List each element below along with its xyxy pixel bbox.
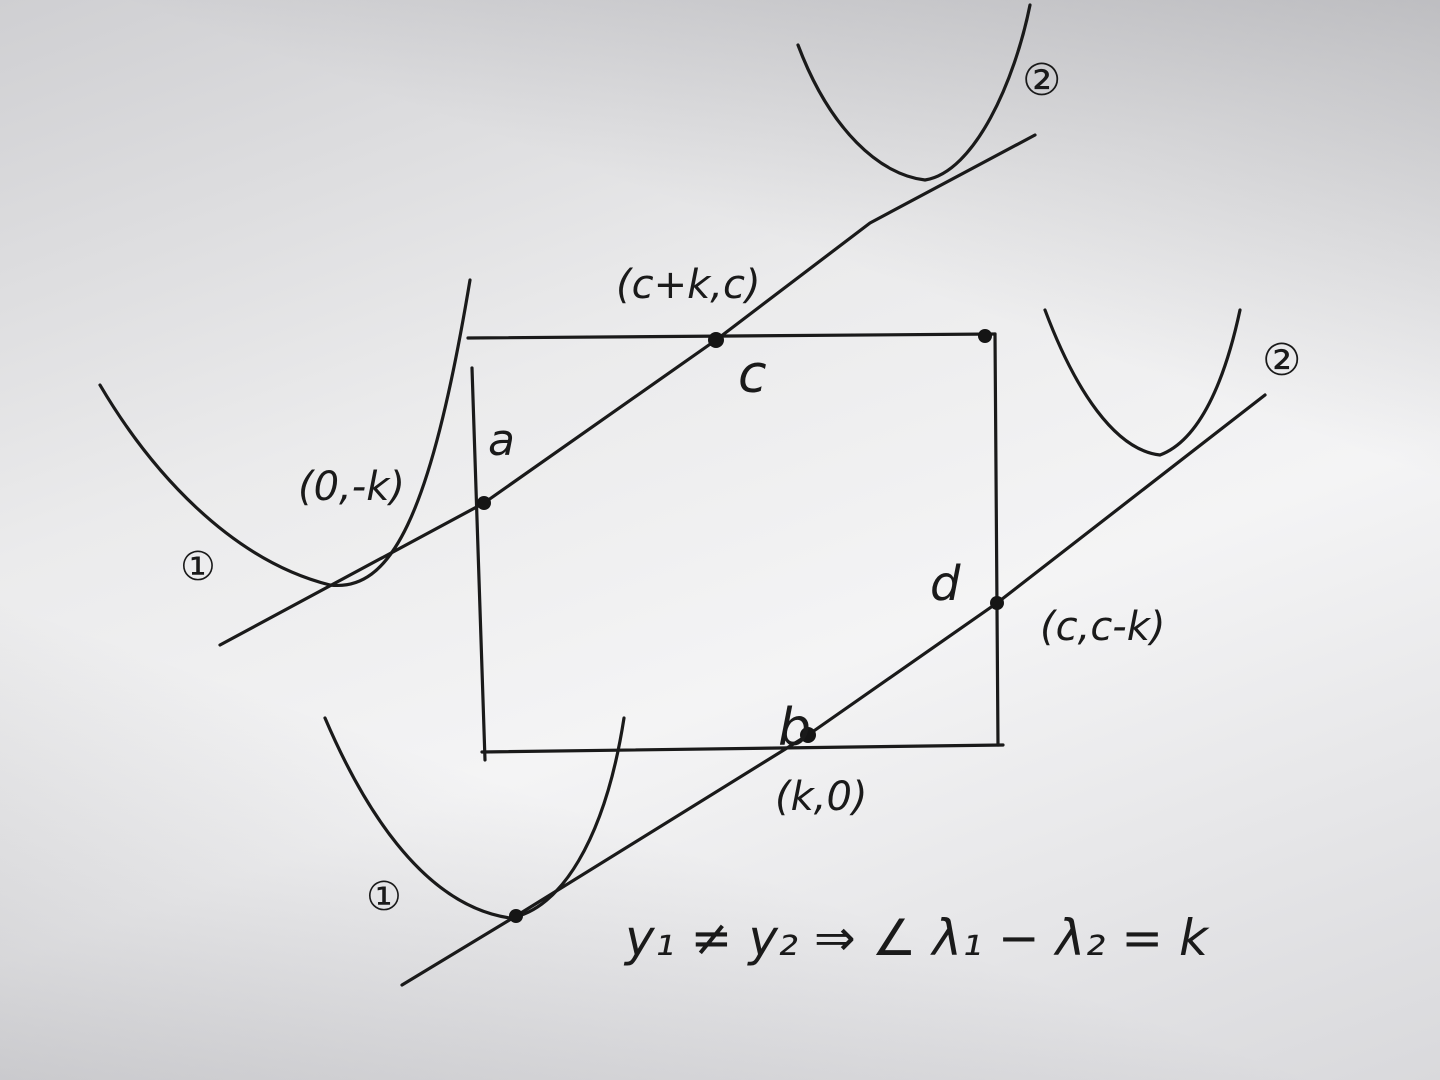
label-point-b: b xyxy=(778,698,811,758)
square-left-edge xyxy=(470,366,487,762)
label-curve-1-upper: ① xyxy=(180,544,216,590)
label-coord-c: (c+k,c) xyxy=(616,262,761,308)
upper-tangent-line xyxy=(218,133,1037,647)
label-point-c: c xyxy=(738,345,767,405)
label-point-a: a xyxy=(488,415,515,466)
square-top-edge xyxy=(466,332,997,340)
curve-2-upper xyxy=(796,3,1032,182)
lower-tangent-line xyxy=(400,393,1267,987)
label-curve-2-middle: ② xyxy=(1262,335,1301,386)
label-curve-2-upper: ② xyxy=(1022,55,1061,106)
tangent-point-1-lower xyxy=(509,909,523,923)
point-b-dot xyxy=(800,727,816,743)
square xyxy=(466,332,1005,762)
point-c-dot xyxy=(708,332,724,348)
point-a-dot xyxy=(477,496,491,510)
label-point-d: d xyxy=(930,556,961,612)
label-coord-d: (c,c-k) xyxy=(1040,604,1166,650)
label-coord-b: (k,0) xyxy=(775,774,868,820)
square-bottom-edge xyxy=(480,743,1005,754)
square-right-edge xyxy=(993,332,1000,747)
curve-2-middle xyxy=(1043,308,1242,457)
corner-mark xyxy=(978,329,992,343)
label-coord-a: (0,-k) xyxy=(298,464,405,510)
point-d-dot xyxy=(990,596,1004,610)
curve-1-upper xyxy=(98,278,472,588)
label-curve-1-lower: ① xyxy=(366,874,402,920)
equation-text: y₁ ≠ y₂ ⇒ ∠ λ₁ − λ₂ = k xyxy=(623,909,1210,967)
